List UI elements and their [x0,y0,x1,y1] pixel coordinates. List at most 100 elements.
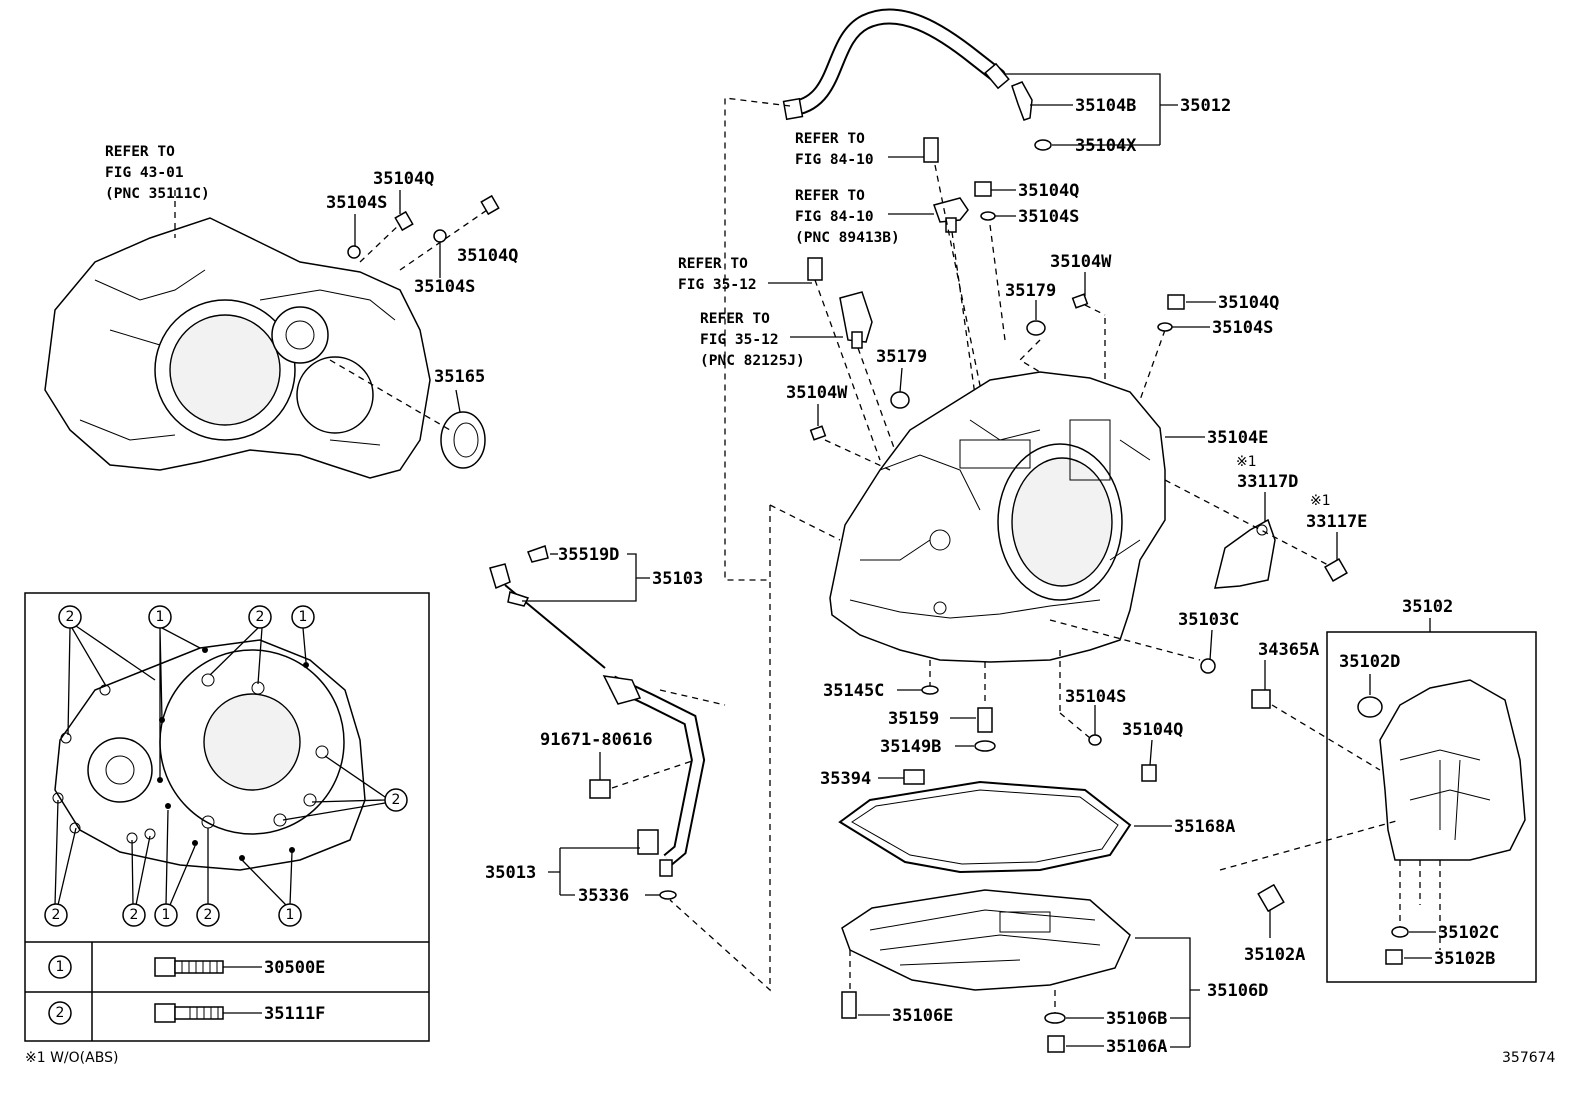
mark-2-badge: 2 [248,605,272,629]
ref-fig-84-10-b-line3: (PNC 89413B) [795,230,900,246]
cover-group-box [1326,631,1537,983]
part-35104W-b: 35104W [786,383,848,403]
filler-tube-icon [602,675,706,877]
bolt-table-row-2: 2 35111F [48,1001,325,1025]
position-sensor-icon [839,291,873,349]
part-35106D: 35106D [1207,981,1268,1001]
mark-2-badge: 2 [44,903,68,927]
bolt-icon [1324,558,1348,582]
part-35394: 35394 [820,769,871,789]
plug-35179-icon [890,320,1046,409]
part-35012: 35012 [1180,96,1231,116]
ref-fig-84-10-a-line1: REFER TO [795,131,865,147]
svg-text:1: 1 [162,907,171,923]
part-91671-80616: 91671-80616 [540,730,653,750]
part-35159: 35159 [888,709,939,729]
transaxle-housing [44,217,431,479]
bolt-icon [1141,764,1157,782]
part-35106A: 35106A [1106,1037,1167,1057]
part-35104W-a: 35104W [1050,252,1112,272]
svg-text:2: 2 [52,907,61,923]
oil-seal-35165 [440,411,486,469]
part-35104Q-c: 35104Q [1018,181,1079,201]
part-35104E: 35104E [1207,428,1268,448]
transfer-cover-icon [1379,679,1526,861]
mark-1-badge: 1 [154,903,178,927]
mark-1-badge: 1 [148,605,172,629]
part-35104Q-e: 35104Q [1122,720,1183,740]
bolt-table-part-1: 30500E [264,958,325,978]
ref-fig-84-10-b-line1: REFER TO [795,188,865,204]
part-35104X: 35104X [1075,136,1137,156]
part-35145C: 35145C [823,681,884,701]
bolt-table-row-1: 1 30500E [48,955,325,979]
strainer-pin-icon [977,707,993,733]
part-35104Q-a: 35104Q [373,169,434,189]
diagram-id: 357674 [1502,1050,1556,1066]
part-35149B: 35149B [880,737,941,757]
part-35104S-b: 35104S [414,277,475,297]
ref-fig-35-12-b-line1: REFER TO [700,311,770,327]
part-35336: 35336 [578,886,629,906]
mark-2-badge: 2 [122,903,146,927]
ref-fig-43-01-line1: REFER TO [105,144,175,160]
dipstick-icon [489,545,606,669]
part-35102A: 35102A [1244,945,1305,965]
mark-note-33117E: ※1 [1310,493,1331,509]
drain-plug-icon [1047,1035,1065,1053]
svg-text:1: 1 [156,609,165,625]
ref-fig-35-12-b-line3: (PNC 82125J) [700,353,805,369]
part-35103C: 35103C [1178,610,1239,630]
part-35168A: 35168A [1174,817,1235,837]
bolt-icon [807,257,823,281]
part-35104Q-d: 35104Q [1218,293,1279,313]
part-35104S-c: 35104S [1018,207,1079,227]
bolt-table-part-2: 35111F [264,1004,325,1024]
mark-note-33117D: ※1 [1236,454,1257,470]
ref-fig-35-12-a-line1: REFER TO [678,256,748,272]
svg-text:2: 2 [130,907,139,923]
part-35102D: 35102D [1339,652,1400,672]
ref-fig-43-01-line2: FIG 43-01 [105,165,184,181]
bolt-icon [1167,294,1185,310]
bolt-icon [974,181,992,197]
part-35013: 35013 [485,863,536,883]
ref-fig-84-10-b-line2: FIG 84-10 [795,209,874,225]
oil-pan-icon [841,889,1131,991]
svg-text:2: 2 [204,907,213,923]
bolt-icon [1385,949,1403,965]
magnet-icon [903,769,925,785]
transmission-case [829,371,1166,663]
mark-1-badge: 1 [278,903,302,927]
bolt-icon [923,137,939,163]
svg-text:1: 1 [299,609,308,625]
part-35102B: 35102B [1434,949,1495,969]
bolt-icon [1257,883,1285,913]
bolt-table-mark-2: 2 [56,1005,65,1021]
svg-text:2: 2 [66,609,75,625]
part-35103: 35103 [652,569,703,589]
part-35104B: 35104B [1075,96,1136,116]
bolt-icon [154,957,224,977]
part-35179-b: 35179 [876,347,927,367]
part-35106B: 35106B [1106,1009,1167,1029]
part-35165: 35165 [434,367,485,387]
part-35104S-e: 35104S [1065,687,1126,707]
ref-fig-43-01-line3: (PNC 35111C) [105,186,210,202]
pin-icon [809,293,1089,441]
svg-text:2: 2 [392,792,401,808]
speed-sensor-icon [933,197,969,233]
part-35102C: 35102C [1438,923,1499,943]
bolt-location-inset: 2 1 2 1 2 2 2 1 2 1 1 30500E 2 [24,592,430,1042]
oil-cooler-tube [782,8,1052,151]
plug-35102D-icon [1357,696,1383,718]
mark-1-badge: 1 [291,605,315,629]
part-35104S-a: 35104S [326,193,387,213]
part-35519D: 35519D [558,545,619,565]
part-33117D: 33117D [1237,472,1298,492]
part-35104S-d: 35104S [1212,318,1273,338]
part-35179-a: 35179 [1005,281,1056,301]
pan-gasket-icon [838,780,1132,874]
